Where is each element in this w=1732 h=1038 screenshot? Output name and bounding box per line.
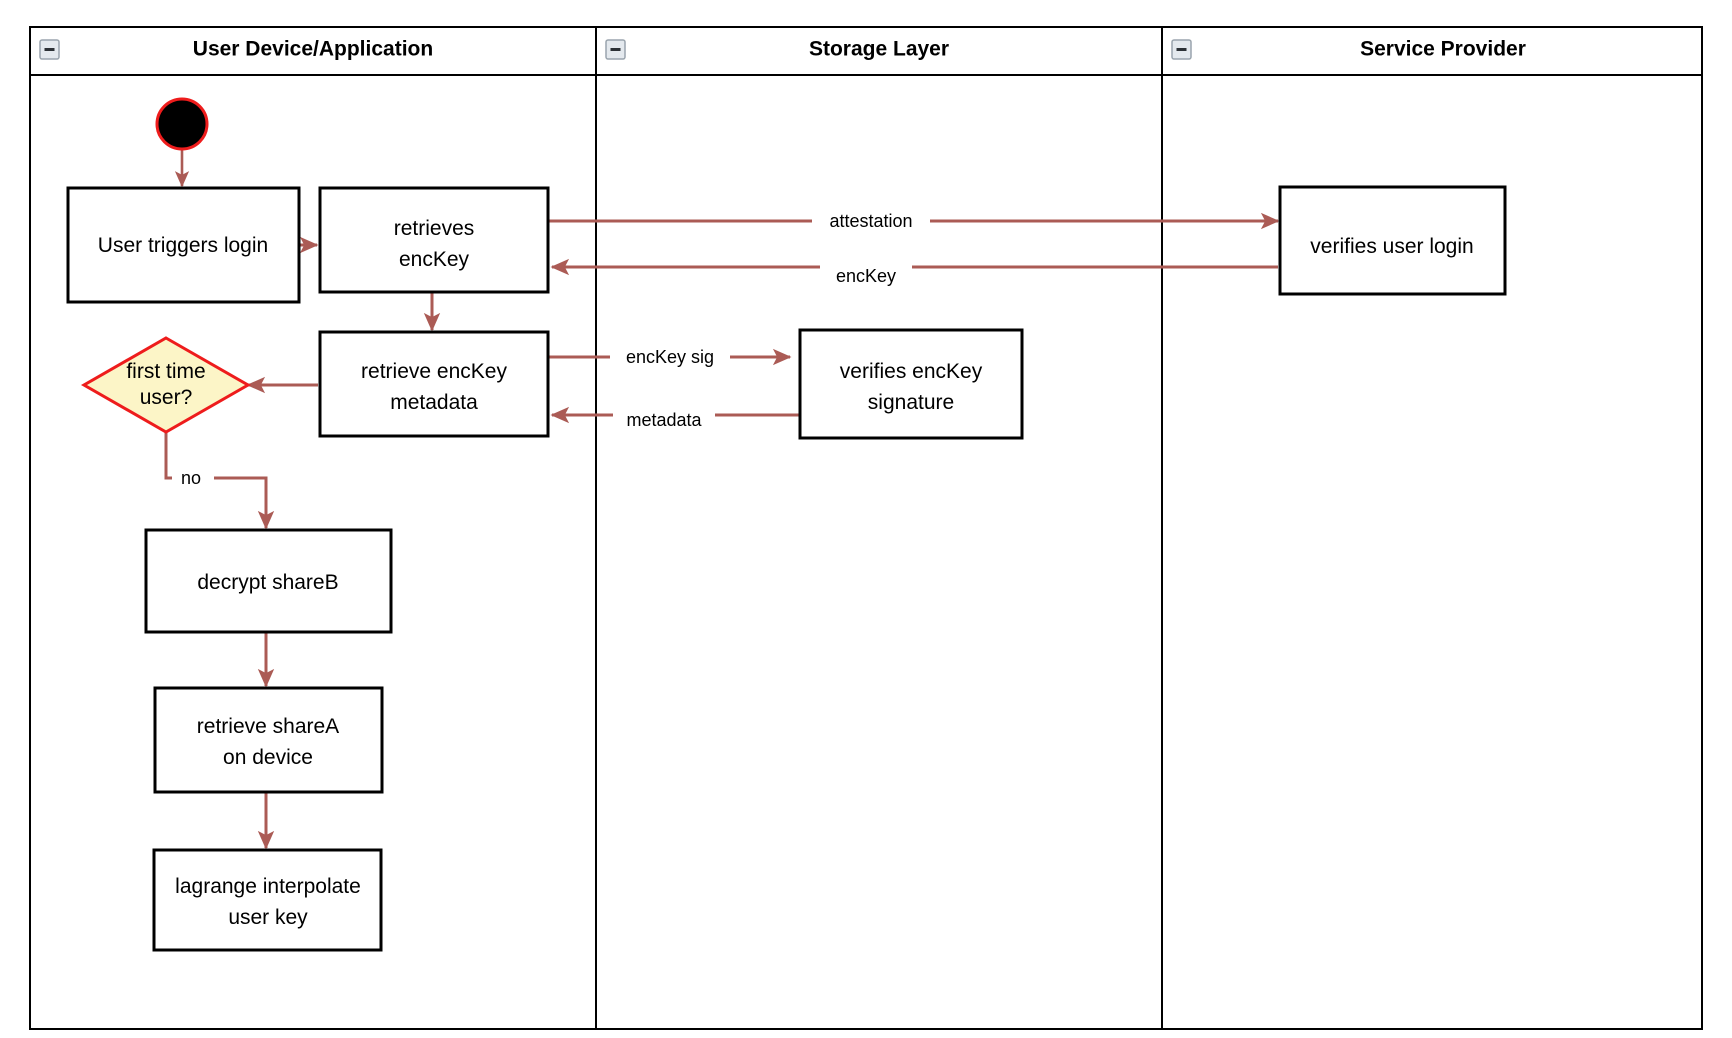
node-box bbox=[153, 686, 384, 794]
node-verifies-user-login[interactable]: verifies user login bbox=[1278, 185, 1507, 296]
node-retrieve-enckey-metadata[interactable]: retrieve encKey metadata bbox=[318, 330, 550, 438]
edge-no: no bbox=[164, 416, 275, 530]
edge-metadata: metadata bbox=[550, 402, 800, 430]
edge-label-enckey-sig: encKey sig bbox=[626, 347, 714, 367]
lane-title-user-device: User Device/Application bbox=[193, 38, 433, 61]
edge-label-metadata: metadata bbox=[626, 410, 702, 430]
node-box bbox=[66, 186, 301, 304]
node-label-lagrange-line1: lagrange interpolate bbox=[175, 875, 361, 898]
node-start[interactable] bbox=[155, 97, 209, 151]
edge-label-enckey: encKey bbox=[836, 266, 896, 286]
decision-diamond bbox=[80, 336, 252, 434]
node-label-retrieve-sharea-line1: retrieve shareA bbox=[197, 715, 339, 738]
lane-body-storage-layer bbox=[595, 26, 1163, 1030]
node-label-retrieve-sharea-line2: on device bbox=[223, 746, 313, 769]
node-retrieve-sharea-on-device[interactable]: retrieve shareA on device bbox=[153, 686, 384, 794]
lane-body-service-provider bbox=[1161, 26, 1703, 1030]
swimlane-service-provider[interactable]: Service Provider bbox=[1161, 26, 1703, 1030]
node-label-retrieve-enckey-metadata-line2: metadata bbox=[390, 391, 478, 414]
start-node-circle bbox=[155, 97, 209, 151]
edge-label-attestation: attestation bbox=[829, 211, 912, 231]
node-box bbox=[318, 330, 550, 438]
node-box bbox=[1278, 185, 1507, 296]
node-label-lagrange-line2: user key bbox=[228, 906, 308, 929]
node-label-user-triggers-login: User triggers login bbox=[98, 234, 268, 257]
node-first-time-user-decision[interactable]: first time user? bbox=[80, 336, 252, 434]
edge-attestation: attestation bbox=[548, 208, 1280, 234]
node-user-triggers-login[interactable]: User triggers login bbox=[66, 186, 301, 304]
node-label-first-time-user-line2: user? bbox=[140, 386, 193, 409]
node-box bbox=[144, 528, 393, 634]
node-lagrange-interpolate-user-key[interactable]: lagrange interpolate user key bbox=[152, 848, 383, 952]
node-box bbox=[152, 848, 383, 952]
node-label-verifies-enckey-signature-line1: verifies encKey bbox=[840, 360, 983, 383]
node-retrieves-enckey[interactable]: retrieves encKey bbox=[318, 186, 550, 294]
node-label-first-time-user-line1: first time bbox=[126, 360, 205, 383]
lane-title-storage-layer: Storage Layer bbox=[809, 38, 949, 61]
collapse-minus-icon[interactable] bbox=[39, 39, 60, 60]
node-box bbox=[318, 186, 550, 294]
node-label-retrieves-enckey-line2: encKey bbox=[399, 248, 470, 271]
edge-enckey: encKey bbox=[550, 254, 1278, 286]
lane-title-service-provider: Service Provider bbox=[1360, 38, 1526, 61]
node-box bbox=[798, 328, 1024, 440]
node-label-retrieves-enckey-line1: retrieves bbox=[394, 217, 475, 240]
node-label-verifies-user-login: verifies user login bbox=[1310, 235, 1473, 258]
collapse-minus-icon[interactable] bbox=[1171, 39, 1192, 60]
swimlane-storage-layer[interactable]: Storage Layer bbox=[595, 26, 1163, 1030]
node-label-decrypt-shareb: decrypt shareB bbox=[197, 571, 338, 594]
node-label-verifies-enckey-signature-line2: signature bbox=[868, 391, 954, 414]
node-verifies-enckey-signature[interactable]: verifies encKey signature bbox=[798, 328, 1024, 440]
node-label-retrieve-enckey-metadata-line1: retrieve encKey bbox=[361, 360, 507, 383]
edge-label-no: no bbox=[181, 468, 201, 488]
collapse-minus-icon[interactable] bbox=[605, 39, 626, 60]
edge-enckey-sig: encKey sig bbox=[548, 344, 792, 370]
node-decrypt-shareb[interactable]: decrypt shareB bbox=[144, 528, 393, 634]
